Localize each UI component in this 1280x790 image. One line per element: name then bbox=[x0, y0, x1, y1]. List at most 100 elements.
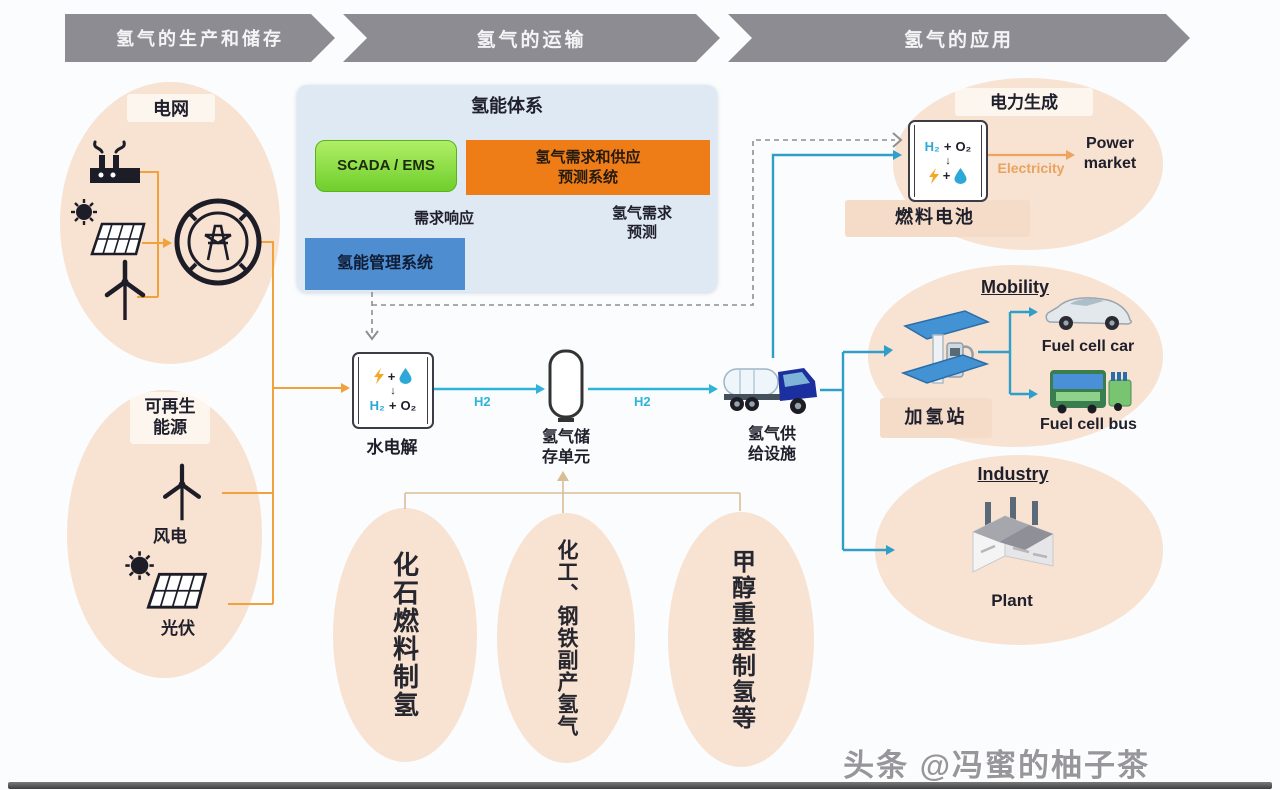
source-ellipse-byproduct: 化工、钢铁副产氢气 bbox=[497, 513, 635, 763]
power-market-label: Power market bbox=[1072, 134, 1148, 174]
plant-icon bbox=[972, 497, 1054, 573]
power-market-line2: market bbox=[1083, 155, 1137, 172]
plus-sign: + bbox=[942, 168, 951, 183]
supply-facility-label: 氢气供 给设施 bbox=[732, 425, 812, 465]
arrow-to-station bbox=[884, 345, 893, 357]
reaction-arrow: ↓ bbox=[390, 385, 396, 397]
h2-formula: H₂ bbox=[369, 398, 385, 413]
source-ellipse-methanol: 甲醇重整制氢等 bbox=[668, 512, 814, 767]
renewables-title-line1: 可再生 bbox=[144, 397, 196, 416]
pv-panel-icon bbox=[125, 551, 208, 609]
forecast-line1: 氢气需求和供应 bbox=[535, 149, 641, 166]
plus-sign: + bbox=[387, 368, 396, 384]
watermark: 头条 @冯蜜的柚子茶 bbox=[843, 748, 1150, 783]
plant-label: Plant bbox=[991, 591, 1033, 610]
arrow-to-tower bbox=[163, 238, 172, 248]
h2-truck-icon bbox=[723, 368, 817, 414]
arrow-to-bus bbox=[1029, 389, 1038, 399]
system-title: 氢能体系 bbox=[471, 96, 543, 116]
source-lines bbox=[404, 479, 741, 513]
stage-label: 氢气的生产和储存 bbox=[116, 29, 284, 49]
demand-forecast-label: 氢气需求 预测 bbox=[600, 205, 684, 243]
arrow-to-electrolyzer bbox=[341, 383, 350, 393]
industry-title: Industry bbox=[977, 464, 1049, 484]
storage-line2: 存单元 bbox=[541, 449, 590, 466]
grid-title-strip bbox=[127, 94, 215, 122]
plus-sign: + bbox=[943, 138, 952, 154]
h2-flow-label: H2 bbox=[474, 394, 491, 409]
wind-turbine-icon bbox=[104, 259, 146, 320]
distribution-lines bbox=[771, 153, 1029, 552]
power-generation-title: 电力生成 bbox=[990, 93, 1058, 112]
management-system-box: 氢能管理系统 bbox=[305, 238, 465, 290]
stage-application: 氢气的应用 bbox=[728, 14, 1190, 62]
source-ellipse-fossil: 化石燃料制氢 bbox=[333, 508, 477, 762]
o2-formula: O₂ bbox=[955, 138, 972, 154]
arrow-to-industry bbox=[886, 545, 895, 555]
forecast-line2: 预测系统 bbox=[557, 168, 618, 186]
renewables-title-line2: 能源 bbox=[153, 418, 187, 438]
mobility-title: Mobility bbox=[981, 277, 1049, 297]
forecast-system-box: 氢气需求和供应 预测系统 bbox=[466, 140, 710, 195]
source-text: 化石燃料制氢 bbox=[389, 551, 420, 719]
fuel-cell-label: 燃料电池 bbox=[895, 207, 975, 227]
pv-label: 光伏 bbox=[161, 619, 195, 638]
wind-turbine-icon bbox=[162, 463, 202, 521]
fuel-cell-outputs: + bbox=[928, 167, 968, 184]
fuel-cell-bus-label: Fuel cell bus bbox=[1040, 416, 1137, 433]
arrow-to-car bbox=[1029, 307, 1038, 317]
fuel-cell-box: H₂ + O₂ ↓ + bbox=[908, 120, 988, 202]
power-title-strip bbox=[955, 88, 1093, 116]
solar-panel-icon bbox=[71, 199, 146, 256]
h2-flow-label: H2 bbox=[634, 394, 651, 409]
bottom-bar bbox=[8, 782, 1272, 789]
grid-ellipse bbox=[60, 82, 280, 364]
o2-formula: O₂ bbox=[400, 398, 417, 413]
station-strip bbox=[880, 398, 992, 438]
electricity-label: Electricity bbox=[997, 160, 1065, 176]
fuel-cell-bus-icon bbox=[1050, 370, 1132, 414]
supply-line1: 氢气供 bbox=[747, 426, 796, 443]
power-market-line1: Power bbox=[1085, 135, 1134, 152]
source-text: 化工、钢铁副产氢气 bbox=[555, 539, 578, 737]
reaction-arrow: ↓ bbox=[945, 154, 951, 167]
stage-label: 氢气的应用 bbox=[903, 29, 1014, 51]
fuel-cell-inputs: H₂ + O₂ bbox=[925, 139, 972, 154]
arrow-to-storage bbox=[536, 384, 545, 394]
arrow-to-storage-up bbox=[557, 471, 569, 481]
electrolysis-label: 水电解 bbox=[366, 438, 418, 457]
storage-label: 氢气储 存单元 bbox=[526, 428, 606, 468]
water-drop-icon bbox=[954, 167, 967, 184]
stage-transport: 氢气的运输 bbox=[343, 14, 720, 62]
supply-line2: 给设施 bbox=[747, 446, 796, 463]
plus-sign: + bbox=[388, 398, 397, 413]
power-plant-icon bbox=[90, 140, 140, 183]
renewables-title: 可再生 能源 bbox=[118, 396, 222, 439]
fuel-cell-strip bbox=[845, 200, 1030, 237]
h2-station-icon bbox=[900, 310, 991, 384]
arrow-to-market bbox=[1066, 150, 1075, 160]
storage-tank-icon bbox=[548, 349, 584, 422]
renewables-title-strip bbox=[130, 392, 210, 444]
arrow-to-fuel-cell bbox=[893, 150, 902, 160]
grid-internal-lines bbox=[137, 171, 341, 605]
electrolyzer-outputs: H₂ + O₂ bbox=[370, 398, 417, 413]
h2-formula: H₂ bbox=[924, 138, 940, 154]
lightning-icon bbox=[928, 167, 939, 184]
arrow-to-truck bbox=[709, 384, 718, 394]
water-drop-icon bbox=[399, 368, 412, 384]
source-text: 甲醇重整制氢等 bbox=[727, 548, 755, 731]
fuel-cell-car-icon bbox=[1045, 297, 1133, 330]
demand-forecast-line1: 氢气需求 bbox=[611, 205, 672, 222]
electrolyzer-inputs: + bbox=[373, 368, 413, 384]
wind-label: 风电 bbox=[153, 527, 187, 546]
demand-forecast-line2: 预测 bbox=[626, 223, 657, 241]
storage-line1: 氢气储 bbox=[541, 429, 590, 446]
electrolyzer-box: + ↓ H₂ + O₂ bbox=[352, 352, 434, 429]
forecast-system-label: 氢气需求和供应 预测系统 bbox=[535, 148, 640, 187]
fuel-cell-car-label: Fuel cell car bbox=[1041, 338, 1135, 355]
demand-response-label: 需求响应 bbox=[413, 210, 474, 227]
station-label: 加氢站 bbox=[904, 407, 968, 427]
stage-label: 氢气的运输 bbox=[476, 29, 587, 51]
